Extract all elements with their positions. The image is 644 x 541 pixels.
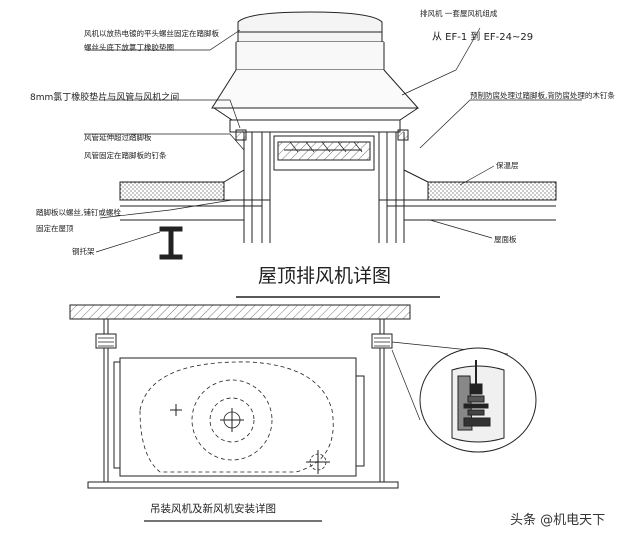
label-bolt-2: 螺丝头底下放氯丁橡胶垫圈	[84, 42, 174, 52]
label-bolt-1: 风机以放热电镀的平头螺丝固定在踏脚板	[84, 28, 219, 38]
roof-fan-detail	[84, 11, 582, 260]
label-base-2: 固定在屋顶	[36, 223, 74, 233]
leader-lines	[84, 27, 582, 253]
steel-bracket	[159, 226, 183, 260]
label-fan-name-2: 从 EF-1 到 EF-24~29	[432, 31, 533, 43]
watermark: 头条 @机电天下	[510, 512, 605, 528]
title-roof-fan: 屋顶排风机详图	[258, 265, 391, 287]
label-base-1: 踏脚板以螺丝,铺钉或螺栓	[36, 207, 121, 217]
label-fan-name-1: 排风机 一套屋风机组成	[420, 8, 498, 18]
hanging-fan-detail	[69, 304, 537, 489]
fan-hood	[211, 11, 420, 121]
roof-layers	[119, 169, 557, 221]
isolator-right	[371, 333, 393, 349]
title-hanging-fan: 吊装风机及新风机安装详图	[150, 502, 276, 515]
label-steel: 钢托架	[72, 246, 95, 256]
label-roof: 屋面板	[494, 234, 517, 244]
label-insulation: 保温层	[496, 161, 519, 170]
label-gasket: 8mm氯丁橡胶垫片与风管与风机之间	[30, 91, 179, 103]
label-duct-2: 风管固定在踏脚板的钉条	[84, 150, 167, 160]
label-treated-wood: 预制防腐处理过踏脚板,背防腐处理的木钉条	[470, 90, 615, 100]
ceiling-slab	[69, 304, 411, 320]
label-duct-1: 风管延伸超过踏脚板	[84, 132, 152, 142]
fan-box	[119, 357, 357, 477]
fan-curb	[229, 119, 409, 243]
isolator-zoom-detail	[451, 360, 505, 443]
isolator-left	[95, 333, 117, 349]
